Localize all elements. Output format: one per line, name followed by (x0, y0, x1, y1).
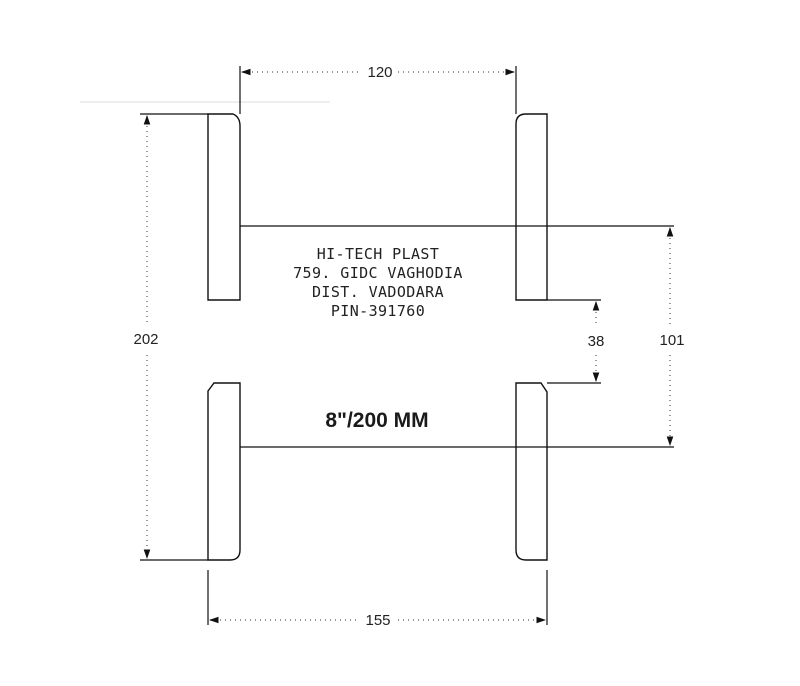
dimension-bottom-width: 155 (207, 570, 548, 629)
address-line: DIST. VADODARA (312, 283, 444, 301)
bottom-spool (207, 382, 548, 561)
flange-distance-label: 101 (659, 332, 684, 349)
dimension-total-height: 202 (133, 113, 208, 561)
address-line: 759. GIDC VAGHODIA (293, 264, 463, 282)
hub-gap-label: 38 (588, 333, 605, 350)
size-label: 8"/200 MM (325, 409, 428, 432)
company-address: HI-TECH PLAST 759. GIDC VAGHODIA DIST. V… (293, 245, 463, 320)
total-height-label: 202 (133, 331, 158, 348)
top-right-flange (515, 113, 548, 301)
address-line: HI-TECH PLAST (317, 245, 440, 263)
top-left-flange (207, 113, 241, 301)
bottom-left-flange (207, 382, 241, 561)
bottom-width-label: 155 (365, 612, 390, 629)
bottom-right-flange (515, 382, 548, 561)
top-width-label: 120 (367, 64, 392, 81)
dimension-flange-distance: 101 (516, 225, 685, 448)
address-line: PIN-391760 (331, 302, 425, 320)
dimension-hub-gap: 38 (547, 299, 605, 384)
top-spool (207, 113, 548, 301)
dimension-top-width: 120 (239, 64, 517, 114)
